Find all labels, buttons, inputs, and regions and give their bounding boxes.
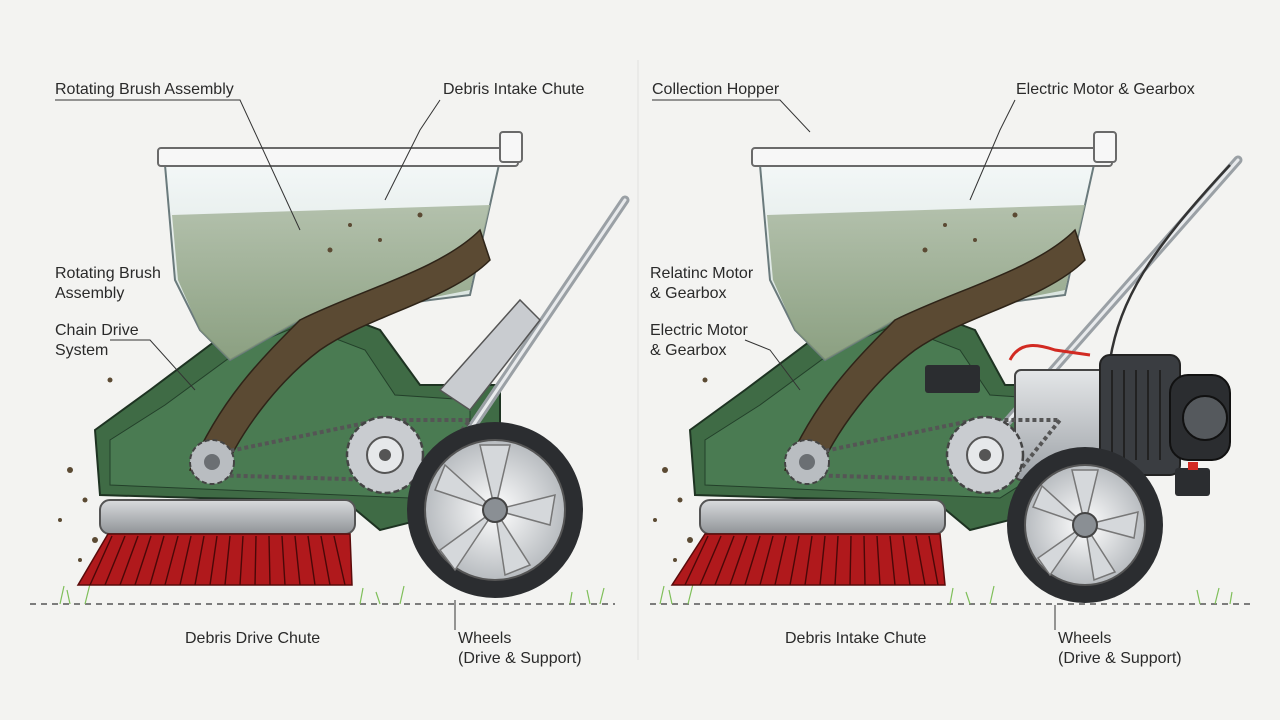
left-leader-top-right	[384, 99, 441, 201]
left-leader-chain	[110, 339, 196, 391]
right-machine: Collection Hopper Electric Motor & Gearb…	[650, 81, 1250, 667]
left-chute	[188, 228, 491, 481]
right-label-debris-intake-chute: Debris Intake Chute	[785, 630, 927, 647]
left-label-chain-drive-1: Chain Drive	[55, 322, 139, 339]
right-labels: Collection Hopper Electric Motor & Gearb…	[650, 81, 1195, 667]
right-hopper-lid-tip	[1093, 131, 1117, 163]
left-sprocket-small	[189, 439, 235, 485]
right-label-wheels-2: (Drive & Support)	[1058, 650, 1182, 667]
left-leader-top-left	[55, 99, 301, 231]
right-label-electric-motor-2: & Gearbox	[650, 342, 726, 359]
left-sprocket-large	[345, 415, 425, 495]
right-label-relatinc-motor-1: Relatinc Motor	[650, 265, 754, 282]
right-grass	[659, 583, 1233, 605]
right-sprocket-large	[945, 415, 1025, 495]
left-hopper-lid-tip	[499, 131, 523, 163]
right-label-collection-hopper: Collection Hopper	[652, 81, 780, 98]
left-hopper-lid	[157, 147, 519, 167]
right-hopper-lid	[751, 147, 1113, 167]
left-handle-highlight	[468, 198, 627, 432]
right-rotating-brush	[670, 499, 946, 586]
left-label-rotating-brush-assembly-top: Rotating Brush Assembly	[55, 81, 234, 98]
right-label-relatinc-motor-2: & Gearbox	[650, 285, 726, 302]
left-label-wheels-1: Wheels	[458, 630, 511, 647]
right-wheel	[1007, 447, 1163, 603]
right-hopper-debris	[767, 205, 1085, 360]
right-leader-top-left	[652, 99, 811, 133]
left-label-debris-intake-chute: Debris Intake Chute	[443, 81, 585, 98]
right-debris-particles	[653, 212, 1018, 562]
left-label-debris-drive-chute: Debris Drive Chute	[185, 630, 320, 647]
right-leader-top-right	[969, 99, 1016, 201]
left-label-rotating-brush-1: Rotating Brush	[55, 265, 161, 282]
left-label-chain-drive-2: System	[55, 342, 108, 359]
left-wheel	[407, 422, 583, 598]
left-machine: Rotating Brush Assembly Debris Intake Ch…	[30, 81, 630, 667]
right-leader-motor	[744, 339, 801, 391]
left-labels: Rotating Brush Assembly Debris Intake Ch…	[55, 81, 585, 667]
right-chain	[803, 418, 1065, 483]
right-control-box	[925, 365, 980, 393]
left-grass	[59, 583, 605, 605]
left-label-rotating-brush-2: Assembly	[55, 285, 124, 302]
right-red-wire	[1008, 344, 1091, 361]
right-handle-cable	[1108, 164, 1231, 361]
right-label-electric-motor-1: Electric Motor	[650, 322, 748, 339]
right-sprocket-small	[784, 439, 830, 485]
left-debris-particles	[58, 212, 423, 562]
right-label-wheels-1: Wheels	[1058, 630, 1111, 647]
right-label-electric-motor-top: Electric Motor & Gearbox	[1016, 81, 1195, 98]
left-handle-bracket	[438, 298, 541, 412]
left-hopper-debris	[172, 205, 490, 360]
right-chute	[783, 228, 1086, 481]
left-rotating-brush	[76, 499, 356, 586]
left-label-wheels-2: (Drive & Support)	[458, 650, 582, 667]
